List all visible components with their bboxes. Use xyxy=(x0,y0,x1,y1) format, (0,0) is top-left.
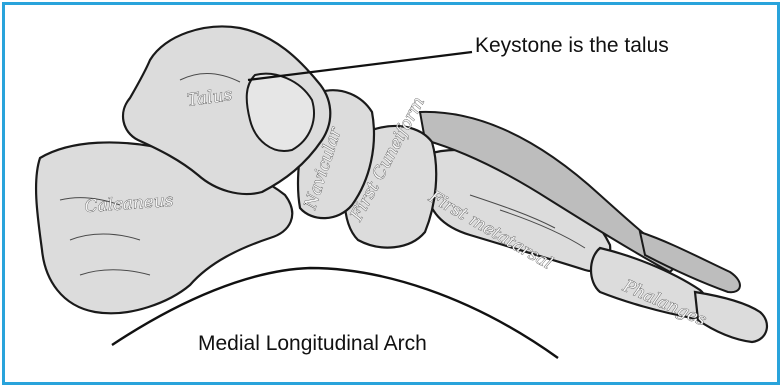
arch-caption: Medial Longitudinal Arch xyxy=(198,332,427,355)
keystone-caption: Keystone is the talus xyxy=(475,34,669,57)
